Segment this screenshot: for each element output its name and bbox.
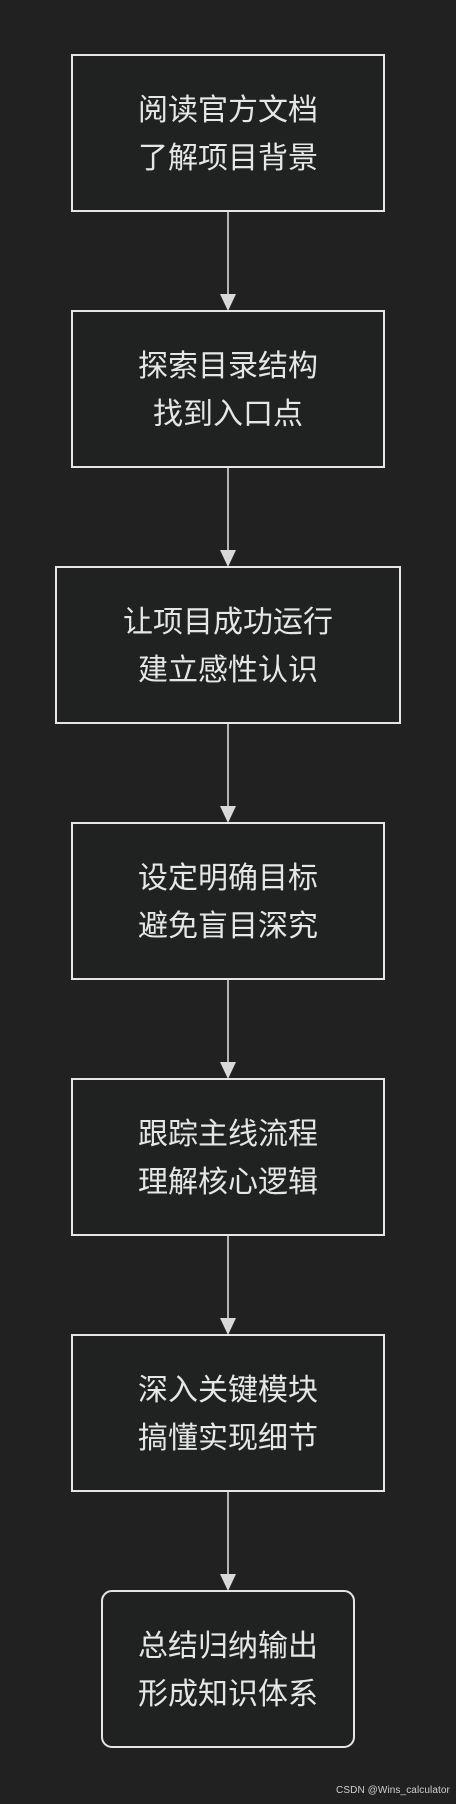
arrow-head-icon (220, 1062, 236, 1079)
step-label-line: 阅读官方文档 (138, 93, 318, 128)
step-box (71, 1078, 385, 1236)
flow-arrow (220, 1235, 236, 1335)
step-label-line: 建立感性认识 (138, 653, 318, 688)
arrow-head-icon (220, 1574, 236, 1591)
step-box (101, 1590, 355, 1748)
arrow-head-icon (220, 1318, 236, 1335)
step-label-line: 探索目录结构 (138, 349, 318, 384)
step-label-line: 跟踪主线流程 (138, 1117, 318, 1152)
step-box (71, 310, 385, 468)
watermark: CSDN @Wins_calculator (336, 1785, 450, 1796)
flow-arrow (220, 1491, 236, 1591)
arrow-head-icon (220, 806, 236, 823)
flow-arrow (220, 467, 236, 567)
step-label-line: 设定明确目标 (138, 861, 318, 896)
flow-arrow (220, 723, 236, 823)
arrow-head-icon (220, 550, 236, 567)
step-label-line: 了解项目背景 (138, 141, 318, 176)
step-label-line: 搞懂实现细节 (138, 1421, 318, 1456)
step-box (55, 566, 401, 724)
flow-arrow (220, 979, 236, 1079)
step-label-line: 深入关键模块 (138, 1373, 318, 1408)
step-label-line: 形成知识体系 (138, 1677, 318, 1712)
step-label-line: 让项目成功运行 (123, 605, 333, 640)
step-label-line: 找到入口点 (153, 397, 303, 432)
step-box (71, 822, 385, 980)
step-box (71, 54, 385, 212)
step-label-line: 避免盲目深究 (138, 909, 318, 944)
step-label-line: 总结归纳输出 (138, 1629, 318, 1664)
step-label-line: 理解核心逻辑 (138, 1165, 318, 1200)
flow-arrow (220, 211, 236, 311)
step-box (71, 1334, 385, 1492)
arrow-head-icon (220, 294, 236, 311)
